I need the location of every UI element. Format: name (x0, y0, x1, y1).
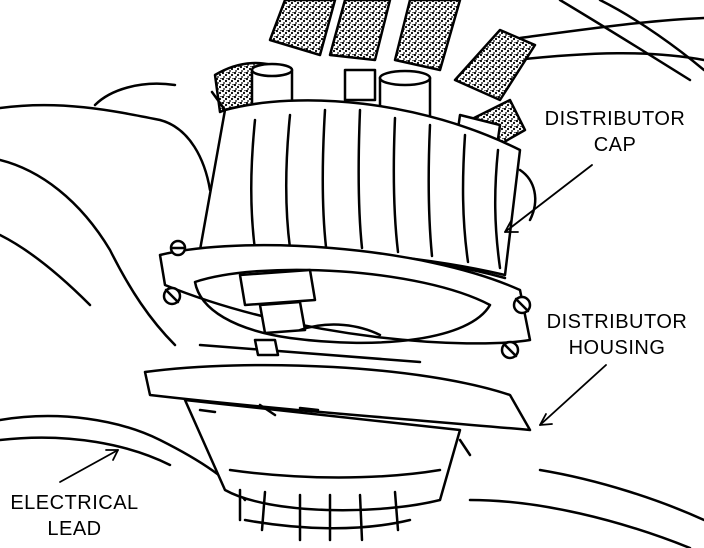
label-distributor-housing-line1: DISTRIBUTOR (546, 311, 688, 333)
leader-lines (59, 164, 607, 483)
label-distributor-cap-line2: CAP (593, 134, 637, 156)
distributor-cap-body (198, 99, 522, 280)
label-distributor-housing: DISTRIBUTOR HOUSING (542, 309, 692, 361)
label-electrical-lead-line2: LEAD (47, 518, 102, 540)
label-distributor-cap-line1: DISTRIBUTOR (544, 108, 686, 130)
distributor-housing-body (143, 338, 532, 542)
label-distributor-housing-line2: HOUSING (568, 337, 666, 359)
cap-screws (162, 239, 532, 360)
label-distributor-cap: DISTRIBUTOR CAP (540, 106, 690, 158)
cap-flange (158, 243, 532, 345)
label-electrical-lead: ELECTRICAL LEAD (2, 490, 147, 542)
label-electrical-lead-line1: ELECTRICAL (10, 492, 139, 514)
